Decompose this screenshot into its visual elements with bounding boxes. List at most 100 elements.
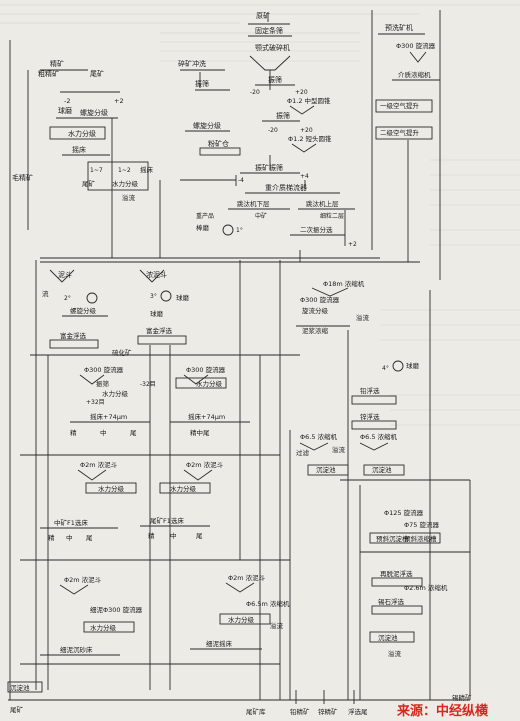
phi2m-mud-label: Φ2m 浓泥斗 bbox=[80, 460, 118, 469]
mine-vib-screen-label: 振矿振筛 bbox=[255, 163, 283, 172]
mid-ore-flotation-label: 中矿F1选床 bbox=[54, 518, 88, 527]
vib-s-label: 振筛 bbox=[96, 379, 110, 388]
crushing-section: 原矿 固定条筛 颚式破碎机 碎矿冲洗 振筛 振筛 -20 +20 Φ1.2 中型… bbox=[178, 11, 332, 186]
water-class2-label: 水力分级 bbox=[102, 389, 129, 398]
filter-label: 过滤 bbox=[296, 448, 310, 457]
table-74a-label: 摇床+74μm bbox=[90, 412, 127, 421]
water-class4-label: 水力分级 bbox=[98, 484, 125, 493]
heavy-media-section: 重介质梯流器 跳汰机下层 跳汰机上层 重产品 中矿 细粒二层 棒磨 1° 二次振… bbox=[196, 10, 441, 280]
tin-conc-label: 锡精矿 bbox=[452, 693, 472, 702]
raw-ore-label: 原矿 bbox=[256, 11, 270, 20]
phi65-c-label: Φ6.5m 浓缩机 bbox=[246, 599, 290, 608]
m4-label: -4 bbox=[238, 177, 244, 184]
lead-conc-label: 铅精矿 bbox=[290, 707, 310, 716]
svg-text:尾: 尾 bbox=[196, 532, 203, 540]
tail-label: 尾矿 bbox=[82, 179, 96, 188]
sink-flotation-label: 沉淀池 bbox=[316, 465, 336, 474]
phi65-conc-b-label: Φ6.5 浓缩机 bbox=[360, 432, 398, 441]
fixed-bar-screen-label: 固定条筛 bbox=[255, 26, 283, 35]
mid-ore-label: 中矿 bbox=[255, 212, 267, 220]
jig-upper-label: 跳汰机上层 bbox=[306, 199, 339, 208]
phi2m-c-label: Φ2m 浓泥斗 bbox=[64, 575, 102, 584]
phi12-short-head-cone-label: Φ1.2 短头圆锥 bbox=[288, 134, 332, 143]
background-print-texture bbox=[0, 4, 520, 426]
overflow5-label: 溢流 bbox=[388, 649, 402, 658]
water-class6-label: 水力分级 bbox=[90, 623, 117, 632]
conc-mud-label: 浓泥斗 bbox=[146, 270, 167, 279]
slime-section: Φ2m 浓泥斗 Φ2m 浓泥斗 水力分级 水力分级 中矿F1选床 尾矿F1选床 … bbox=[40, 460, 448, 658]
spiral-class2-label: 螺旋分级 bbox=[80, 108, 108, 117]
jaw-crusher-label: 颚式破碎机 bbox=[255, 43, 290, 52]
sink-pool-label: 沉淀池 bbox=[372, 465, 392, 474]
source-watermark: 来源：中经纵横 bbox=[397, 704, 489, 719]
jig-section: 粗精矿 精矿 尾矿 -2 +2 球磨 螺旋分级 水力分级 摇床 毛精矿 1~7 … bbox=[9, 40, 154, 700]
p2b-label: +2 bbox=[348, 241, 357, 248]
overflow3-label: 溢流 bbox=[332, 445, 346, 454]
phi75-cyclone-label: Φ75 旋流器 bbox=[404, 520, 439, 529]
mud-bucket-label: 泥斗 bbox=[58, 271, 72, 279]
conc-tail-mid-label: 精中尾 bbox=[190, 428, 210, 437]
tail-flotation-label: 尾矿F1选床 bbox=[150, 516, 184, 525]
phi65-conc-label: Φ6.5 浓缩机 bbox=[300, 432, 338, 441]
phi2m-mud-b-label: Φ2m 浓泥斗 bbox=[186, 460, 224, 469]
sink-pool2-label: 沉淀池 bbox=[378, 633, 398, 642]
phi26-conc-label: Φ2.6m 浓缩机 bbox=[404, 583, 448, 592]
hydro-classifier-label: 水力分级 bbox=[68, 129, 96, 138]
cyclone300b-label: Φ300 旋流器 bbox=[300, 295, 340, 304]
crushed-ore-wash-label: 碎矿冲洗 bbox=[178, 59, 206, 68]
sink-bottom-label: 沉淀池 bbox=[10, 683, 30, 692]
tailings-label: 尾矿 bbox=[90, 69, 104, 78]
pre-lift-label: 预洗矿机 bbox=[385, 23, 413, 32]
mao-ore-label: 毛精矿 bbox=[12, 173, 33, 182]
ball-mill-label: 球磨 bbox=[58, 106, 72, 115]
table-section: Φ300 旋流器 Φ300 旋流器 振筛 -32目 +32目 水力分级 水力分级… bbox=[70, 360, 420, 476]
svg-text:中: 中 bbox=[66, 533, 73, 542]
ball-mill3-label: 球磨 bbox=[150, 309, 164, 318]
slime-float2-label: 锡石浮选 bbox=[378, 597, 405, 606]
shaking-table-label: 摇床 bbox=[72, 145, 86, 154]
phi18-conc-label: Φ18m 浓缩机 bbox=[323, 279, 365, 288]
rich-flotation2-label: 富金浮选 bbox=[146, 326, 173, 335]
tail-yard-label: 尾矿库 bbox=[246, 707, 266, 716]
r1-2-label: 1~2 bbox=[118, 167, 131, 174]
spiral3-label: 螺旋分级 bbox=[70, 306, 97, 315]
rod-mill-label: 棒磨 bbox=[196, 223, 210, 232]
table-74b-label: 摇床+74μm bbox=[188, 412, 225, 421]
water-class3-label: 水力分级 bbox=[196, 379, 223, 388]
svg-text:尾: 尾 bbox=[86, 534, 93, 542]
water-class-label: 水力分级 bbox=[112, 179, 139, 188]
svg-text:精: 精 bbox=[148, 531, 155, 540]
coarse-jig-label: 粗精矿 bbox=[38, 69, 59, 78]
reclean-table-label: 摇床 bbox=[140, 165, 154, 174]
r1-7-label: 1~7 bbox=[90, 167, 103, 174]
rich-flotation-label: 富金浮选 bbox=[60, 331, 87, 340]
second-sieve-label: 二次振分选 bbox=[300, 225, 333, 234]
slime-table2-label: 细泥摇床 bbox=[206, 639, 233, 648]
air-lift2-label: 二级空气提升 bbox=[380, 128, 420, 137]
flow-label: 流 bbox=[42, 289, 49, 298]
phi300-d-label: Φ300 旋流器 bbox=[186, 365, 226, 374]
mid-label: 中 bbox=[100, 428, 107, 437]
p4-label: +4 bbox=[300, 173, 309, 180]
slime-table-label: 细泥沉砂床 bbox=[60, 645, 93, 654]
air-lift1-label: 一级空气提升 bbox=[380, 101, 420, 110]
phi300-c-label: Φ300 旋流器 bbox=[84, 365, 124, 374]
phi300-cyclone-top-label: Φ300 旋流器 bbox=[396, 41, 436, 50]
pre-slime-label: 预斜沉淀槽 bbox=[376, 534, 409, 543]
spiral-classifier-label: 螺旋分级 bbox=[193, 121, 221, 130]
ball-mill2-label: 球磨 bbox=[176, 293, 190, 302]
water-class5-label: 水力分级 bbox=[170, 484, 197, 493]
svg-text:-20: -20 bbox=[268, 127, 278, 134]
float-tail-label: 浮选尾 bbox=[348, 707, 368, 716]
zinc-conc-label: 锌精矿 bbox=[318, 707, 338, 716]
overflow2-label: 溢流 bbox=[356, 313, 370, 322]
overflow4-label: 溢流 bbox=[270, 621, 284, 630]
sulfide-ore-label: 硫化矿 bbox=[112, 348, 132, 357]
screen-right-label: 振筛 bbox=[276, 111, 290, 120]
lead-flotation-label: 铅浮选 bbox=[360, 386, 380, 395]
m20-label: -20 bbox=[250, 89, 260, 96]
fine-label: 精 bbox=[70, 428, 77, 437]
water-class7-label: 水力分级 bbox=[228, 615, 255, 624]
one-deg-label: 1° bbox=[236, 227, 243, 234]
